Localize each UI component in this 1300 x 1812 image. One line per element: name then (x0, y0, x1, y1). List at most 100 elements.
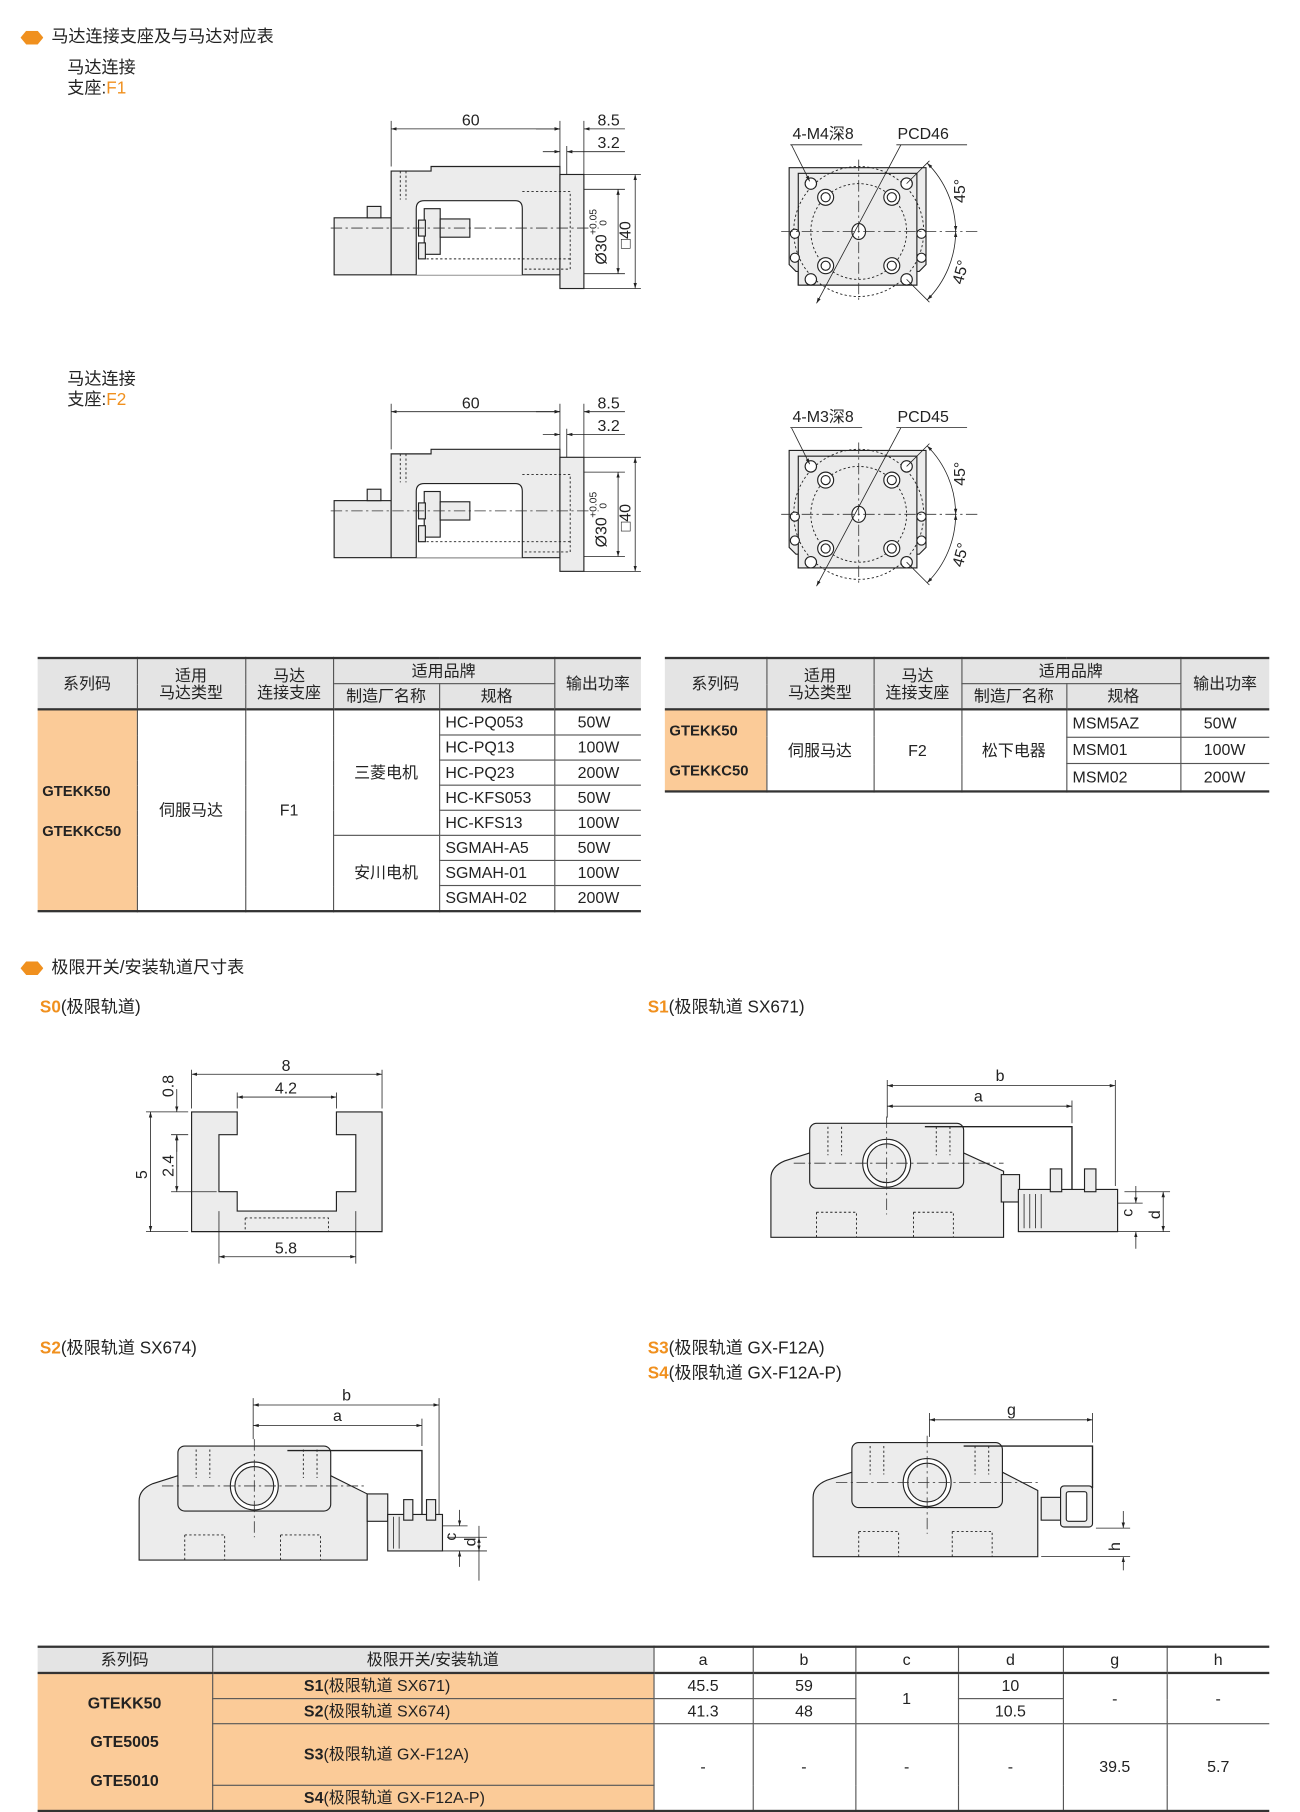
header-g: g (1062, 1646, 1168, 1675)
header-d: d (957, 1646, 1064, 1675)
spec-cell: SGMAH-01 (439, 859, 555, 887)
f1-pcd: PCD46 (897, 126, 949, 143)
header-motor-type: 适用 马达类型 (765, 657, 875, 711)
header-c: c (854, 1646, 959, 1675)
f1-dim-spigot: 3.2 (598, 135, 620, 152)
motor-type-cell: 伺服马达 (765, 708, 875, 793)
f2-label-line1: 马达连接 (67, 369, 136, 389)
header-brand: 适用品牌 (332, 657, 555, 685)
spec-cell: HC-PQ23 (439, 759, 555, 786)
rail-name-cell: S2(极限轨道 SX674) (212, 1698, 655, 1725)
header-a: a (652, 1646, 754, 1675)
s2-dim-d: d (463, 1538, 480, 1547)
f1-label-line1: 马达连接 (67, 58, 136, 78)
s0-dim-width: 8 (282, 1058, 291, 1075)
value-b: - (752, 1723, 856, 1812)
s0-label: S0(极限轨道) (40, 998, 141, 1019)
f2-hole-spec: 4-M3深8 (793, 408, 854, 426)
f1-angle-top: 45° (952, 179, 969, 203)
f1-dim-flange: 8.5 (598, 112, 620, 129)
s1-dim-b: b (996, 1068, 1005, 1085)
mount-cell: F2 (872, 708, 962, 793)
value-c: 1 (854, 1672, 959, 1725)
f2-bore-tol-lower: 0 (599, 503, 610, 509)
value-a: - (652, 1723, 754, 1812)
s3-limit-switch-view: g h (812, 1402, 1131, 1571)
rail-code: S3 (303, 1744, 324, 1764)
rail-name: (极限轨道 SX674) (323, 1701, 451, 1720)
header-series: 系列码 (37, 657, 138, 711)
s2-name: (极限轨道 SX674) (60, 1338, 197, 1359)
header-maker: 制造厂名称 (961, 683, 1067, 711)
s1-label: S1(极限轨道 SX671) (648, 998, 805, 1019)
s0-rail-profile: 8 4.2 5.8 5 2.4 0.8 (134, 1058, 383, 1264)
s3-dim-h: h (1107, 1542, 1124, 1551)
table-header-row: 制造厂名称规格 (38, 683, 641, 711)
series-code: GTE5010 (90, 1771, 159, 1790)
rail-code: S1 (303, 1676, 324, 1695)
spec-cell: MSM5AZ (1065, 708, 1181, 738)
value-d: 10.5 (957, 1698, 1063, 1725)
f2-angle-top: 45° (952, 462, 969, 486)
table-header-row: 系列码 极限开关/安装轨道 a b c d g h (37, 1646, 1270, 1675)
f2-pcd: PCD45 (897, 409, 949, 426)
s4-code: S4 (647, 1363, 669, 1384)
f1-bore-tol-upper: +0.05 (588, 209, 599, 235)
f1-dim-square: □40 (618, 221, 635, 249)
s2-limit-switch-view: b a c d (138, 1387, 487, 1581)
table-header-row: 系列码适用 马达类型马达 连接支座适用品牌输出功率 (664, 657, 1270, 711)
power-cell: 50W (553, 834, 641, 862)
header-motor-type: 适用 马达类型 (136, 657, 246, 711)
table-header-row: 制造厂名称规格 (665, 683, 1269, 711)
header-brand: 适用品牌 (960, 657, 1181, 685)
f2-label-line2: 支座: (67, 390, 107, 410)
s3-dim-g: g (1007, 1402, 1016, 1419)
header-spec: 规格 (438, 683, 555, 711)
s3-code: S3 (647, 1338, 669, 1359)
value-a: 45.5 (652, 1672, 754, 1700)
maker-cell: 松下电器 (960, 708, 1067, 793)
rail-name: (极限轨道 SX671) (323, 1676, 451, 1695)
motor-type-cell: 伺服马达 (136, 708, 246, 912)
rail-name: (极限轨道 GX-F12A) (323, 1744, 469, 1764)
header-mount: 马达 连接支座 (872, 657, 962, 711)
series-code: GTE5005 (90, 1732, 159, 1751)
f1-dim-length: 60 (462, 112, 480, 129)
s0-code: S0 (39, 997, 61, 1018)
value-b: 48 (752, 1698, 856, 1725)
s2-label: S2(极限轨道 SX674) (40, 1339, 197, 1360)
power-cell: 100W (553, 734, 641, 761)
s1-dim-d: d (1147, 1210, 1164, 1219)
series-code: GTEKK50 (669, 721, 738, 739)
spec-cell: MSM02 (1066, 763, 1181, 793)
value-b: 59 (752, 1672, 856, 1700)
power-cell: 200W (1179, 763, 1270, 793)
spec-cell: SGMAH-A5 (438, 834, 555, 862)
maker-cell: 三菱电机 (332, 708, 440, 836)
s4-name: (极限轨道 GX-F12A-P) (668, 1363, 842, 1384)
power-cell: 100W (1179, 736, 1270, 765)
power-cell: 50W (553, 708, 641, 736)
spec-cell: HC-KFS13 (439, 809, 555, 836)
table-row: S3(极限轨道 GX-F12A) - - - - 39.5 5.7 (38, 1723, 1270, 1812)
value-d: 10 (957, 1672, 1064, 1700)
f2-label: 马达连接 支座:F2 (67, 369, 135, 410)
spec-cell: SGMAH-02 (439, 884, 555, 912)
power-cell: 100W (553, 859, 641, 887)
s1-code: S1 (647, 997, 669, 1018)
rail-name-cell: S3(极限轨道 GX-F12A) (212, 1723, 655, 1786)
s0-name: (极限轨道) (60, 997, 141, 1018)
rail-dimension-table: 系列码 极限开关/安装轨道 a b c d g h GTEKK50 GTE500… (37, 1645, 1270, 1812)
f2-dim-bore: Ø30 (594, 517, 611, 547)
